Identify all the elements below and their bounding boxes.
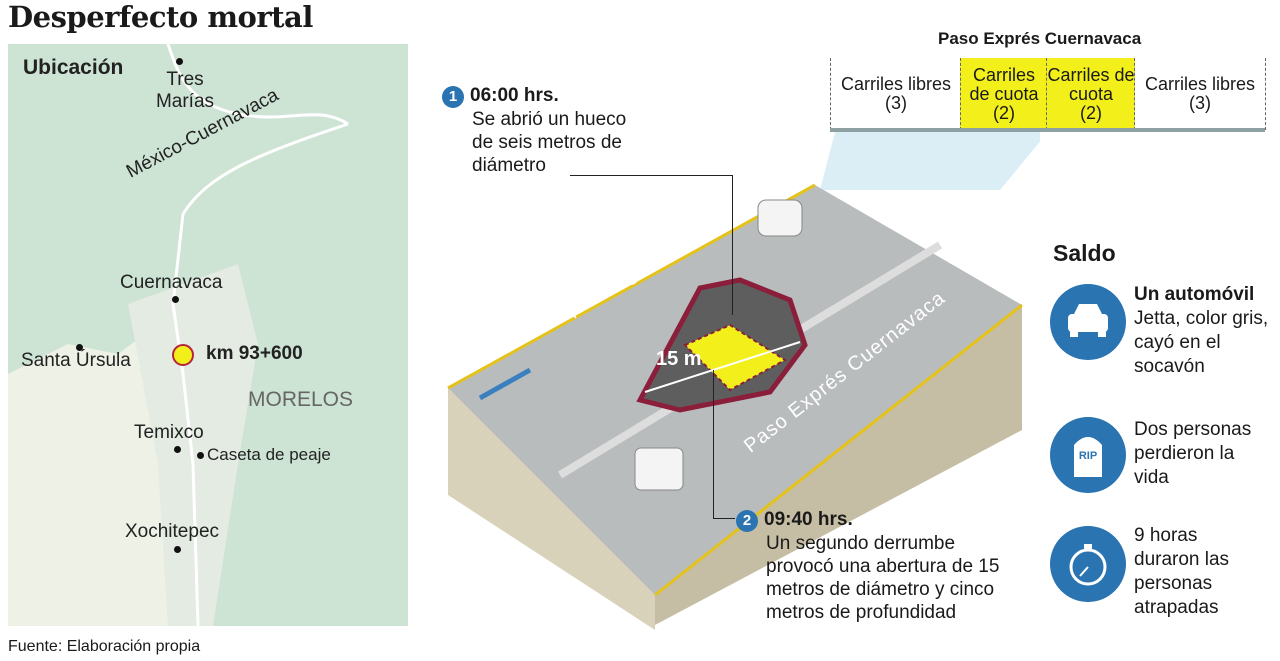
morelos-label: MORELOS (248, 388, 354, 411)
map-background (8, 44, 349, 626)
incident-marker (172, 344, 194, 366)
cuernavaca-label: Cuernavaca (120, 272, 223, 293)
santa-ursula-dot (76, 344, 83, 351)
temixco-label: Temixco (134, 422, 204, 443)
map-heading: Ubicación (23, 56, 124, 79)
stopwatch-icon (1050, 526, 1126, 602)
temixco-dot (174, 446, 181, 453)
tombstone-icon: RIP (1050, 417, 1126, 493)
svg-text:RIP: RIP (1079, 450, 1097, 462)
xochitepec-dot (174, 546, 181, 553)
lane-free-left: Carriles libres(3) (830, 58, 961, 130)
km-label: km 93+600 (206, 343, 303, 364)
cross-section-base (830, 128, 1265, 132)
event-2-leader-h (713, 518, 735, 519)
event-2-leader (713, 370, 714, 518)
saldo-item-2: Dos personas perdieron la vida (1134, 419, 1252, 488)
tres-marias-dot (176, 58, 183, 65)
tres-marias-label: Tres Marías (155, 69, 215, 112)
santa-ursula-label: Santa Úrsula (21, 350, 131, 371)
road-diagram (447, 132, 1040, 630)
caseta-label: Caseta de peaje (207, 445, 331, 464)
car-icon (1050, 284, 1126, 360)
lane-toll-right: Carriles de cuota(2) (1046, 58, 1135, 130)
lane-toll-left: Carriles de cuota(2) (960, 58, 1047, 130)
source-note: Fuente: Elaboración propia (8, 638, 201, 655)
cross-section-title: Paso Exprés Cuernavaca (938, 29, 1142, 48)
event-1-leader (570, 175, 732, 176)
saldo-item-3: 9 horas duraron las personas atrapadas (1134, 525, 1230, 618)
saldo-heading: Saldo (1053, 240, 1116, 266)
xochitepec-label: Xochitepec (125, 521, 220, 542)
page-title: Desperfecto mortal (8, 0, 313, 34)
caseta-dot (197, 452, 204, 459)
location-map: Ubicación Tres Marías México-Cuernavaca … (8, 44, 408, 626)
lane-free-right: Carriles libres(3) (1134, 58, 1266, 130)
event-1-leader-v (732, 175, 733, 315)
diameter-label: 15 m (656, 348, 702, 370)
cuernavaca-dot (172, 296, 179, 303)
